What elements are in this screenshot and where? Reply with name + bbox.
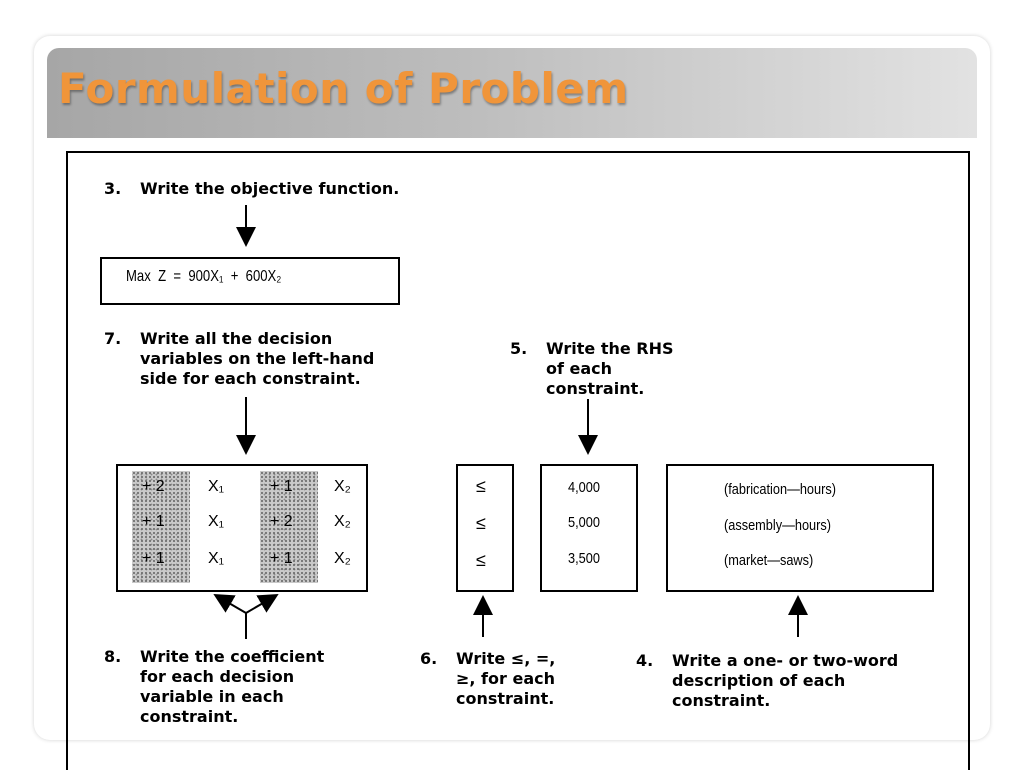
rhs-value: 3,500 — [568, 550, 600, 567]
step6-text: Write ≤, =, ≥, for each constraint. — [456, 649, 556, 708]
step8-number: 8. — [104, 647, 122, 666]
coefficient: + 2 — [142, 478, 165, 495]
inequality-sign: ≤ — [476, 550, 486, 570]
coefficient-column-2-shading — [260, 471, 318, 583]
slide-title: Formulation of Problem — [58, 64, 629, 113]
step8-text: Write the coefficient for each decision … — [140, 647, 325, 726]
coefficient: + 1 — [270, 550, 293, 567]
step4-number: 4. — [636, 651, 654, 670]
coefficient: + 2 — [270, 513, 293, 530]
step5-text: Write the RHS of each constraint. — [546, 339, 674, 398]
constraint-description-box: (fabrication—hours) (assembly—hours) (ma… — [666, 464, 934, 592]
constraint-description: (market—saws) — [724, 552, 814, 569]
variable: X₂ — [334, 513, 351, 530]
inequality-sign: ≤ — [476, 513, 486, 533]
coefficient-column-1-shading — [132, 471, 190, 583]
variable: X₂ — [334, 478, 351, 495]
step3-text: Write the objective function. — [140, 179, 400, 198]
rhs-value: 4,000 — [568, 479, 600, 496]
formulation-diagram: 3. Write the objective function. Max Z =… — [66, 151, 970, 770]
variable: X₂ — [334, 550, 351, 567]
constraint-description: (fabrication—hours) — [724, 481, 836, 498]
slide-card — [34, 36, 990, 740]
variable: X₁ — [208, 513, 225, 530]
variable: X₁ — [208, 478, 225, 495]
rhs-values-box: 4,000 5,000 3,500 — [540, 464, 638, 592]
constraint-description: (assembly—hours) — [724, 517, 831, 534]
step7-number: 7. — [104, 329, 122, 348]
objective-function: Max Z = 900X₁ + 600X₂ — [126, 268, 282, 285]
variable: X₁ — [208, 550, 225, 567]
coefficient: + 1 — [142, 550, 165, 567]
rhs-value: 5,000 — [568, 514, 600, 531]
objective-function-box: Max Z = 900X₁ + 600X₂ — [100, 257, 400, 305]
step3-number: 3. — [104, 179, 122, 198]
inequality-sign: ≤ — [476, 476, 486, 496]
step4-text: Write a one- or two-word description of … — [672, 651, 899, 710]
arrow-step8-right-icon — [245, 593, 279, 614]
lhs-variables-box: + 2 X₁ + 1 X₂ + 1 X₁ + 2 X₂ + 1 X₁ + 1 X… — [116, 464, 368, 592]
step6-number: 6. — [420, 649, 438, 668]
connector-arrows — [213, 205, 808, 639]
step5-number: 5. — [510, 339, 528, 358]
coefficient: + 1 — [270, 478, 293, 495]
coefficient: + 1 — [142, 513, 165, 530]
step7-text: Write all the decision variables on the … — [140, 329, 375, 388]
arrow-step8-left-icon — [213, 593, 247, 614]
inequality-signs-box: ≤ ≤ ≤ — [456, 464, 514, 592]
title-bar — [47, 48, 977, 138]
